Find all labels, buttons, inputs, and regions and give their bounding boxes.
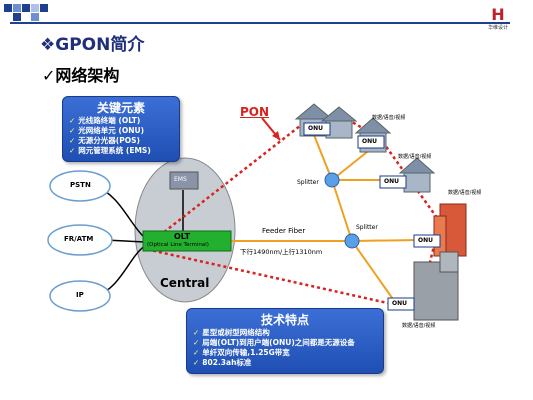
check-icon: ✓	[193, 358, 200, 367]
onu-label-4: ONU	[418, 237, 433, 244]
onu-label-2: ONU	[362, 138, 377, 145]
house-2	[320, 106, 358, 139]
check-icon: ✓	[69, 126, 76, 135]
central-office-ellipse	[134, 157, 236, 303]
onu-label-1: ONU	[308, 125, 323, 132]
pon-label: PON	[240, 105, 270, 119]
tech-feature-item: ✓单纤双向传输,1.25G带宽	[193, 348, 290, 357]
page-title: ❖GPON简介	[40, 30, 144, 55]
onu-box-4	[413, 234, 441, 248]
cloud-fratm	[47, 224, 113, 256]
service-label-2: 数据/语音/视频	[398, 154, 432, 160]
olt-sublabel: (Optical Line Terminal)	[147, 242, 209, 248]
olt-label: OLT	[174, 232, 191, 241]
tech-feature-item: ✓802.3ah标准	[193, 358, 252, 367]
logo-text: 华维设计	[487, 25, 508, 31]
fiber-to-onu4	[351, 239, 421, 242]
splitter-1	[324, 172, 340, 188]
splitter-label-1: Splitter	[297, 179, 319, 186]
central-label: Central	[160, 276, 210, 290]
ems-label: EMS	[174, 176, 187, 183]
fiber-to-onu1	[311, 129, 333, 181]
tech-features-title: 技术特点	[260, 313, 309, 327]
cloud-ip	[49, 280, 111, 312]
subtitle-text: 网络架构	[55, 66, 120, 85]
tech-feature-item: ✓星型或树型网络结构	[193, 328, 270, 337]
key-elements-box: 关键元素 ✓光线路终端 (OLT) ✓光网络单元 (ONU) ✓无源分光器(PO…	[62, 96, 180, 162]
check-icon: ✓	[193, 348, 200, 357]
cloud-label-ip: IP	[76, 291, 84, 299]
section-subtitle: ✓网络架构	[42, 62, 119, 86]
subtitle-bullet: ✓	[42, 66, 56, 85]
check-icon: ✓	[69, 146, 76, 155]
key-element-item: ✓光线路终端 (OLT)	[69, 116, 141, 125]
fiber-branch-up	[331, 179, 353, 242]
building-grey	[413, 251, 459, 321]
ems-box	[169, 171, 199, 190]
check-icon: ✓	[193, 328, 200, 337]
check-icon: ✓	[193, 338, 200, 347]
onu-box-1	[303, 122, 331, 136]
key-element-item: ✓光网络单元 (ONU)	[69, 126, 145, 135]
splitter-2	[344, 233, 360, 249]
onu-box-2	[357, 135, 385, 149]
logo-mark: H	[491, 5, 505, 24]
pon-arrow-head	[272, 131, 280, 140]
feeder-fiber-label: Feeder Fiber	[262, 227, 306, 235]
check-icon: ✓	[69, 116, 76, 125]
cloud-pstn	[49, 170, 111, 202]
check-icon: ✓	[69, 136, 76, 145]
onu-box-3	[379, 175, 407, 189]
title-text: GPON简介	[55, 35, 145, 55]
title-bullet: ❖	[40, 35, 56, 55]
key-elements-title: 关键元素	[96, 101, 145, 115]
header-divider	[10, 22, 510, 24]
splitter-label-2: Splitter	[356, 224, 378, 231]
cloud-label-pstn: PSTN	[70, 181, 91, 189]
onu-label-3: ONU	[384, 178, 399, 185]
key-element-item: ✓无源分光器(POS)	[69, 136, 140, 145]
building-red	[433, 203, 467, 257]
logo: H 华维设计	[483, 5, 513, 32]
olt-box	[142, 230, 232, 252]
fiber-to-onu2	[331, 147, 373, 181]
tech-features-box: 技术特点 ✓星型或树型网络结构 ✓局端(OLT)到用户端(ONU)之间都是无源设…	[186, 308, 384, 374]
key-element-item: ✓网元管理系统 (EMS)	[69, 146, 151, 155]
fiber-to-onu5	[351, 240, 396, 303]
service-label-4: 数据/语音/视频	[402, 323, 436, 329]
onu-box-5	[387, 297, 415, 311]
cloud-label-fratm: FR/ATM	[64, 235, 94, 243]
onu-label-5: ONU	[392, 300, 407, 307]
wavelength-label: 下行1490nm/上行1310nm	[240, 248, 323, 256]
tech-feature-item: ✓局端(OLT)到用户端(ONU)之间都是无源设备	[193, 338, 355, 347]
service-label-3: 数据/语音/视频	[448, 190, 482, 196]
service-label-1: 数据/语音/视频	[372, 115, 406, 121]
